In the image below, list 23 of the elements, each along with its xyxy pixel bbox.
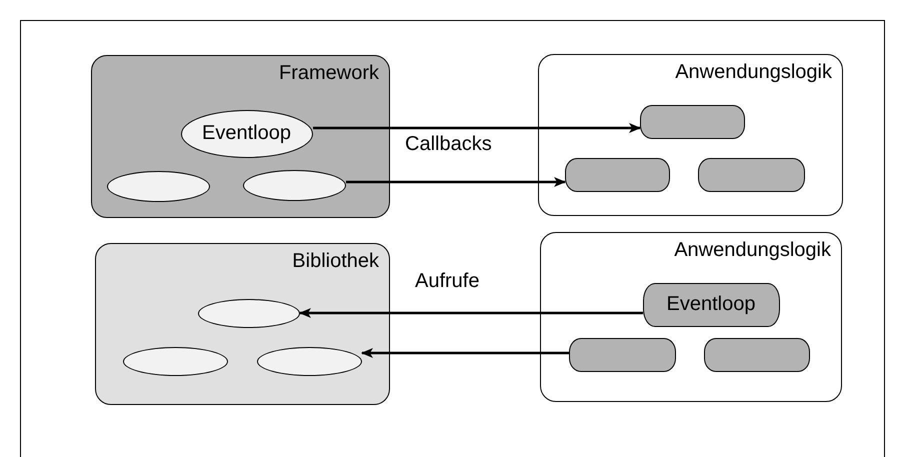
node-label: Eventloop xyxy=(666,293,756,316)
oval-node xyxy=(256,346,362,376)
node-label: Eventloop xyxy=(202,122,291,145)
arrow xyxy=(361,348,569,358)
rounded-node xyxy=(704,338,810,372)
arrow xyxy=(346,177,566,187)
group-title: Bibliothek xyxy=(292,249,380,273)
group-title: Anwendungslogik xyxy=(674,238,832,262)
rounded-node xyxy=(698,158,804,192)
rounded-node xyxy=(564,158,670,192)
connector-caption: Callbacks xyxy=(405,133,492,156)
group-box xyxy=(91,55,390,218)
group-box xyxy=(540,232,842,402)
group-title: Anwendungslogik xyxy=(675,60,833,84)
connector-caption: Aufrufe xyxy=(415,270,480,293)
group-title: Framework xyxy=(278,61,380,85)
rounded-node xyxy=(640,104,744,138)
arrow xyxy=(313,123,641,133)
group-box xyxy=(538,54,843,216)
arrow xyxy=(299,308,643,318)
rounded-node xyxy=(642,282,780,326)
rounded-node xyxy=(568,338,676,372)
group-box xyxy=(95,243,390,405)
